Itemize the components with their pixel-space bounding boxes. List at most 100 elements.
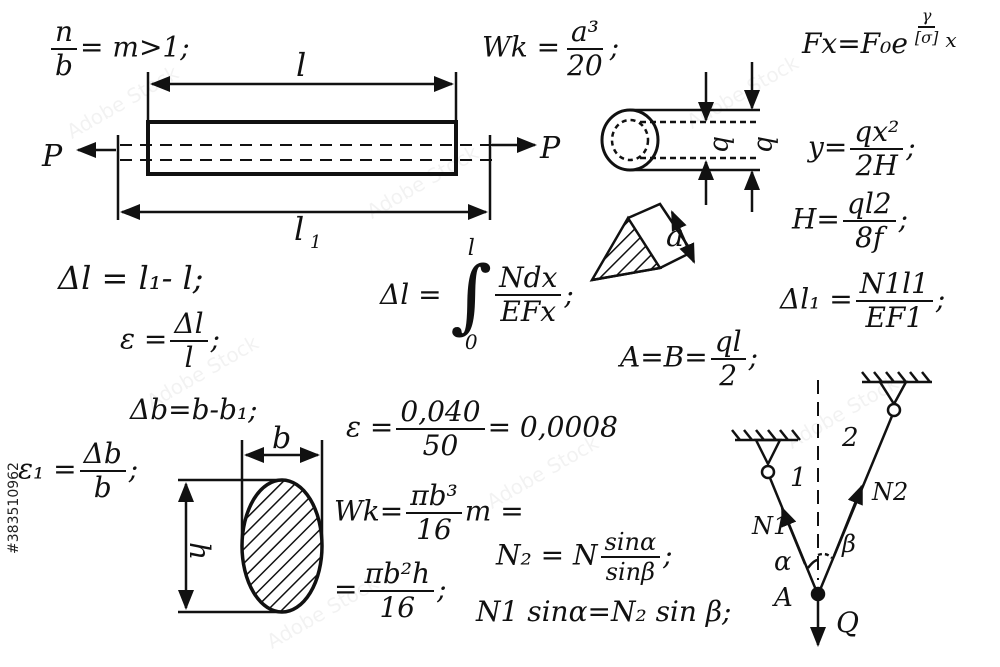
hinge <box>886 402 902 418</box>
support-hatch <box>861 371 931 383</box>
stock-id-text: #383510962 <box>6 462 22 554</box>
ellipse-section <box>240 478 324 614</box>
length1-subscript: 1 <box>310 232 321 253</box>
formula-text: m = <box>464 494 524 528</box>
ellipse-section-diagram <box>178 440 324 614</box>
fraction-numerator: n <box>51 18 78 50</box>
fraction-denominator: 20 <box>567 49 603 82</box>
fraction-numerator: Δb <box>79 440 126 472</box>
prism-diagram <box>589 202 696 282</box>
formula-text: ; <box>437 572 447 606</box>
fraction-denominator: 2H <box>855 149 898 182</box>
equilibrium-formula: N1 sinα=N₂ sin β; <box>476 598 731 626</box>
n2-label: N2 <box>871 478 908 506</box>
prism-edge <box>591 266 661 282</box>
fraction-denominator: 50 <box>422 429 459 462</box>
formula-text: ε = <box>120 322 168 356</box>
formula-text: ; <box>663 538 673 572</box>
fraction-denominator: l <box>184 341 194 374</box>
formula-text: Wk= <box>334 494 404 528</box>
n1-arrow <box>780 506 807 565</box>
support-bracket <box>877 380 909 407</box>
tube-inner-label: b <box>707 136 737 153</box>
formula-text: Fx=F₀e <box>802 27 908 60</box>
formula-text: ε₁ = <box>18 452 77 486</box>
formula-text: Δl = <box>380 278 442 311</box>
length-label: l <box>296 46 306 84</box>
fraction-numerator: Δl <box>170 310 208 342</box>
fraction-numerator: N1l1 <box>855 270 933 302</box>
fraction-denominator: 2 <box>719 359 738 392</box>
formula-text: Δl₁ = <box>780 282 853 316</box>
tube-inner <box>610 118 650 162</box>
force-exp-formula: Fx=F₀e γ[σ] x <box>802 8 957 60</box>
formula-text: x <box>945 28 957 52</box>
fraction-numerator: sinα <box>600 530 661 558</box>
fraction-numerator: Ndx <box>495 264 562 296</box>
formula-text: H= <box>792 202 840 236</box>
bar-body <box>146 120 458 176</box>
fraction-denominator: sinβ <box>605 558 655 586</box>
alpha-arc <box>807 558 819 569</box>
node-a-label: A <box>772 583 793 613</box>
formula-text: = m>1; <box>80 30 190 64</box>
fraction-denominator: b <box>55 49 73 82</box>
force-left-label: P <box>41 139 63 174</box>
fraction-denominator: 8f <box>855 221 884 254</box>
force-right-label: P <box>539 131 561 166</box>
tension-bar-diagram <box>76 72 537 220</box>
formula-text: ; <box>128 452 139 486</box>
support-bracket <box>753 438 783 467</box>
fraction-numerator: πb³ <box>406 482 462 514</box>
tube-outer-label: b <box>751 136 781 153</box>
formula-text: ; <box>935 282 946 316</box>
side-dimension <box>670 210 696 264</box>
formula-text: Wk = <box>482 30 561 64</box>
formula-text: ε = <box>346 410 394 444</box>
tube-diagram <box>600 62 760 212</box>
ellipse-height-label: h <box>183 542 216 560</box>
hinge <box>760 464 776 480</box>
fraction-denominator: 16 <box>379 591 416 624</box>
integral-sign: ∫ <box>450 249 493 342</box>
fraction-numerator: πb²h <box>360 560 435 592</box>
alpha-label: α <box>774 547 792 577</box>
formula-text: = <box>334 572 358 606</box>
formula-text: ; <box>898 202 909 236</box>
ellipse-width-label: b <box>272 421 291 456</box>
formula-text: ; <box>748 340 759 374</box>
formula-text: = 0,0008 <box>487 410 618 444</box>
formula-text: N1 sinα=N₂ sin β; <box>476 595 732 628</box>
prism-side-label: a <box>666 219 684 254</box>
fraction-numerator: γ <box>917 8 936 28</box>
width-change-formula: Δb=b-b₁; <box>130 396 258 424</box>
fraction-denominator: 16 <box>416 513 452 546</box>
formula-text: ; <box>564 278 574 311</box>
fraction-denominator: [σ] <box>914 28 939 47</box>
fraction-denominator: b <box>93 471 112 504</box>
fraction-numerator: ql <box>710 328 746 360</box>
rod-1-label: 1 <box>790 463 807 493</box>
n2-arrow <box>832 484 864 557</box>
formula-text: ; <box>210 322 221 356</box>
integral-lower-limit: 0 <box>464 330 478 354</box>
formula-text: A=B= <box>620 340 708 374</box>
beta-label: β <box>841 530 856 558</box>
beta-arc <box>817 552 833 559</box>
truss-diagram <box>731 371 932 647</box>
rod-2-label: 2 <box>841 423 859 453</box>
elongation-formula: Δl = l₁- l; <box>58 262 204 294</box>
support-hatch <box>731 429 801 441</box>
stock-id-label: #383510962 <box>2 428 26 588</box>
